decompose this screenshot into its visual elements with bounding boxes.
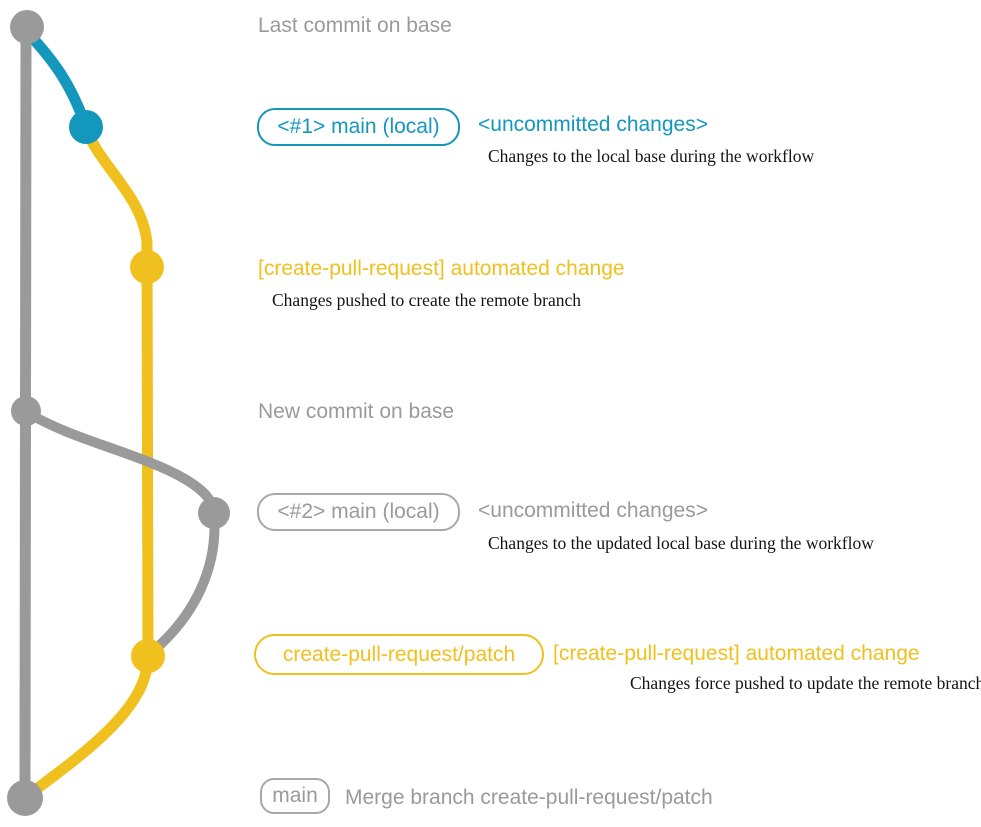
annotation-uncommitted-1: <uncommitted changes> (478, 113, 708, 136)
badge-main-local-1: <#1> main (local) (257, 108, 460, 146)
branch-path-create-pull-request-patch (21, 125, 154, 802)
commit-dot-uncommitted-1 (69, 110, 103, 144)
label-new-commit-on-base: New commit on base (258, 400, 455, 423)
badge-main-label: main (272, 784, 318, 807)
badge-main-local-2: <#2> main (local) (257, 493, 460, 531)
commit-dot-automated-2 (131, 639, 165, 673)
branch-path-uncommitted-1 (22, 27, 90, 127)
commit-dot-automated-1 (130, 250, 164, 284)
annotation-uncommitted-2-desc: Changes to the updated local base during… (488, 533, 874, 553)
commit-dot-uncommitted-2 (198, 497, 230, 529)
label-last-commit-on-base: Last commit on base (258, 14, 452, 37)
commit-dot-last-commit (10, 10, 44, 44)
commit-dot-merge (7, 780, 43, 816)
badge-create-pull-request-patch: create-pull-request/patch (254, 634, 544, 675)
annotation-automated-1-desc: Changes pushed to create the remote bran… (272, 290, 582, 310)
commit-dot-new-commit (11, 396, 41, 426)
badge-main: main (260, 778, 330, 814)
label-merge-branch: Merge branch create-pull-request/patch (345, 786, 713, 809)
badge-create-pull-request-patch-label: create-pull-request/patch (282, 642, 516, 666)
annotation-automated-1: [create-pull-request] automated change (258, 257, 625, 280)
annotation-automated-2: [create-pull-request] automated change (553, 642, 920, 665)
badge-main-local-2-label: <#2> main (local) (277, 500, 440, 523)
git-graph (7, 10, 230, 816)
branch-path-merge-into-patch (146, 510, 220, 658)
branch-path-uncommitted-2 (23, 408, 219, 518)
annotation-uncommitted-2: <uncommitted changes> (478, 499, 708, 522)
annotation-uncommitted-1-desc: Changes to the local base during the wor… (488, 146, 815, 166)
badge-main-local-1-label: <#1> main (local) (277, 115, 440, 138)
annotation-automated-2-desc: Changes force pushed to update the remot… (630, 673, 981, 693)
